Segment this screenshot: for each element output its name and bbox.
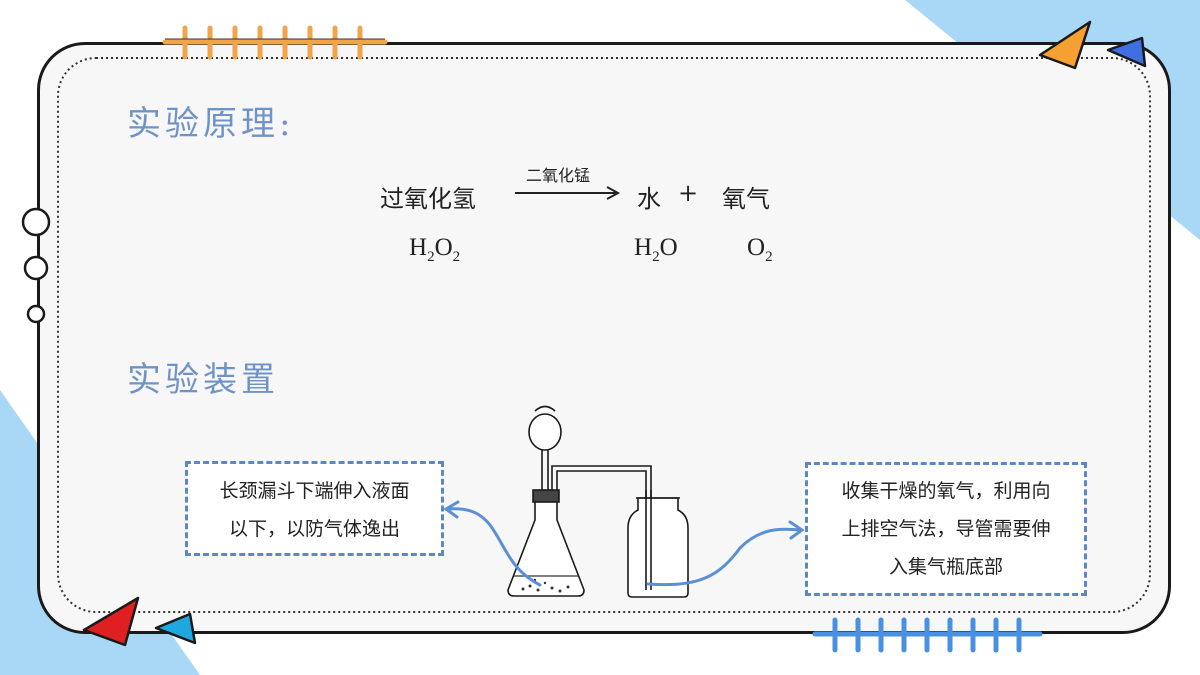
cyan-triangle-decor [154,612,197,645]
orange-triangle-decor [1038,20,1092,70]
right-note-line-1: 收集干燥的氧气，利用向 [841,480,1051,502]
inner-dotted-border [57,57,1151,613]
liquid-particles [521,578,570,593]
right-note-line-2: 上排空气法，导管需要伸 [841,518,1051,540]
collection-bottle [627,497,689,598]
red-triangle-decor [82,596,140,647]
left-note-line-1: 长颈漏斗下端伸入液面 [219,480,410,502]
orange-rack-decor [162,25,388,60]
product2-formula: O2 [747,234,773,265]
note-arrows [443,500,805,587]
reactant-name: 过氧化氢 [380,185,476,213]
plus-sign: + [678,179,699,207]
blue-rack-decor [812,617,1043,653]
left-note-box: 长颈漏斗下端伸入液面 以下，以防气体逸出 [185,461,444,556]
left-note-line-2: 以下，以防气体逸出 [228,518,400,540]
ring-1 [21,207,51,237]
right-note-box: 收集干燥的氧气，利用向 上排空气法，导管需要伸 入集气瓶底部 [805,462,1087,596]
stopper [532,489,560,503]
product1-name: 水 [637,185,661,213]
reaction-arrow [515,186,621,200]
binder-rings [21,207,51,324]
funnel-bulb [528,413,562,451]
lab-apparatus [507,405,689,598]
apparatus-title: 实验装置 [127,360,279,400]
right-note-line-3: 入集气瓶底部 [888,556,1003,578]
ring-2 [23,255,49,281]
ring-3 [26,304,46,324]
product2-name: 氧气 [722,185,770,213]
blue-triangle-decor [1106,36,1147,68]
funnel-top [534,405,556,412]
left-note-arrow [445,507,542,587]
catalyst-label: 二氧化锰 [526,166,591,185]
conical-flask [507,500,585,597]
principle-title: 实验原理: [127,104,295,144]
reactant-formula: H2O2 [409,234,461,265]
product1-formula: H2O [634,234,678,265]
right-note-arrow [646,527,802,587]
